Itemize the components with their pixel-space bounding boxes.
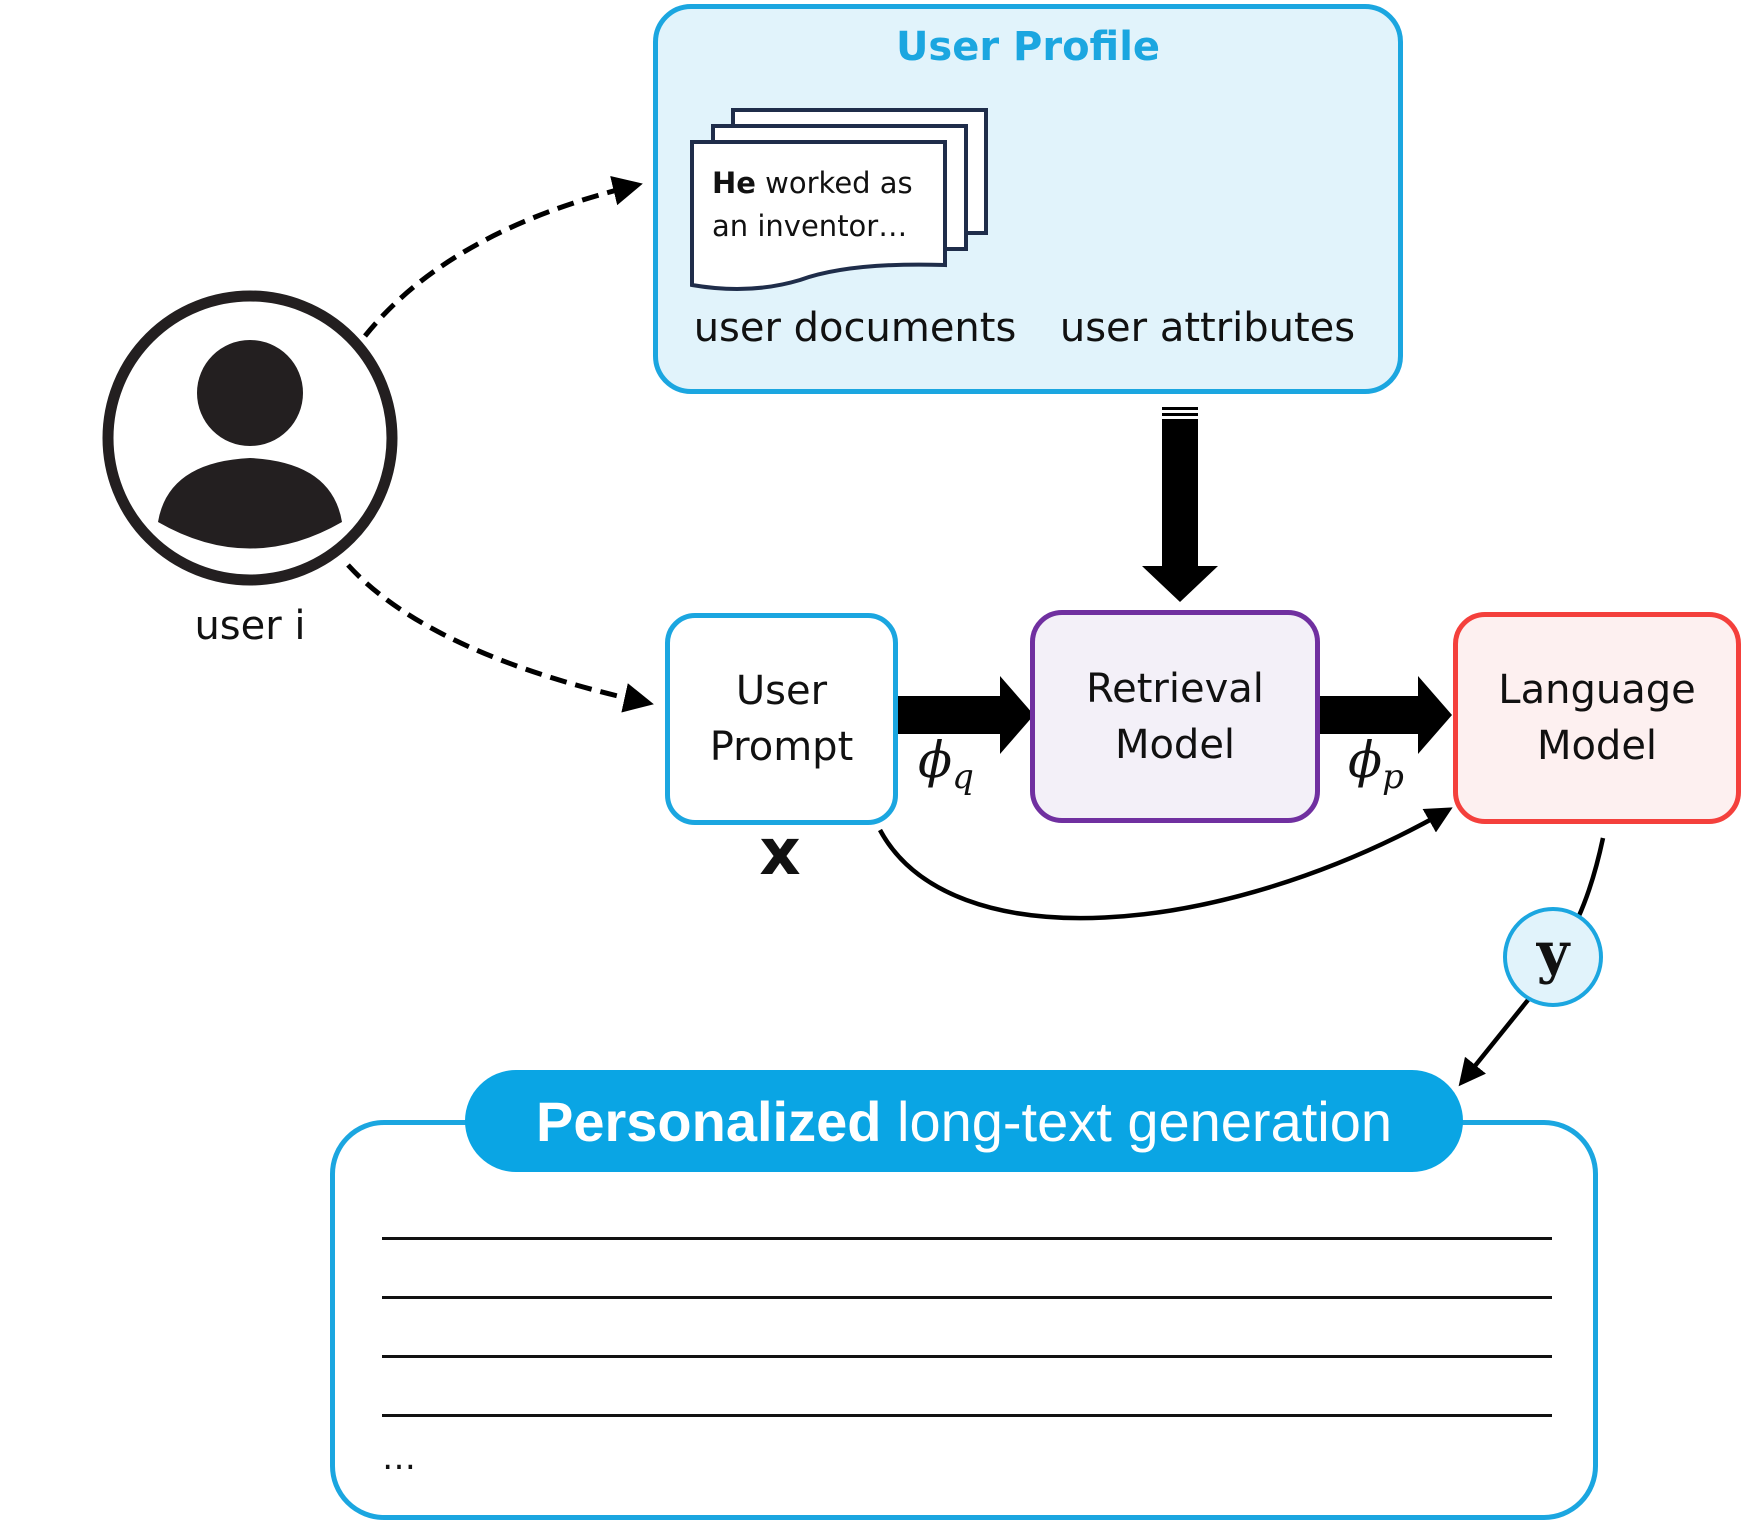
language-model-label-line2: Model: [1536, 723, 1658, 769]
curve-arrow-prompt-to-language: [878, 807, 1453, 921]
output-banner: Personalized long-text generation: [465, 1070, 1463, 1172]
output-variable-y-text: y: [1536, 920, 1570, 986]
phi-p-subscript: p: [1382, 757, 1404, 797]
language-model-box: Language Model: [1453, 612, 1741, 824]
user-profile-title: User Profile: [895, 24, 1161, 70]
arrow-y-to-output: [1458, 998, 1530, 1087]
output-banner-text: long-text generation: [881, 1089, 1393, 1153]
output-text-line: [382, 1237, 1552, 1240]
dashed-arrow-to-profile: [363, 176, 643, 338]
retrieval-model-label-line1: Retrieval: [1086, 665, 1264, 712]
language-model-label-line1: Language: [1498, 667, 1696, 713]
prompt-variable-x: x: [759, 816, 801, 890]
arrow-prompt-to-retrieval: [870, 676, 1034, 754]
phi-q-label: ϕq: [918, 735, 974, 794]
document-snippet-text: worked as an inventor…: [712, 166, 913, 243]
dashed-arrow-to-prompt: [346, 563, 654, 713]
user-prompt-label-line2: Prompt: [709, 724, 854, 770]
output-panel: [330, 1120, 1598, 1520]
output-text-line: [382, 1355, 1552, 1358]
user-attributes-label: user attributes: [1059, 305, 1356, 351]
output-ellipsis: …: [382, 1438, 416, 1478]
output-text-line: [382, 1296, 1552, 1299]
user-label: user i: [194, 603, 306, 649]
user-documents-label: user documents: [693, 305, 1017, 351]
retrieval-model-box: Retrieval Model: [1030, 610, 1320, 823]
output-variable-y: y: [1503, 907, 1603, 1007]
document-snippet: He worked as an inventor…: [712, 162, 942, 248]
user-prompt-box: User Prompt: [665, 613, 898, 825]
user-prompt-label-line1: User: [735, 668, 828, 714]
document-snippet-bold: He: [712, 166, 756, 200]
line-language-to-y: [1575, 837, 1606, 919]
user-avatar-icon: [102, 290, 398, 586]
arrow-profile-to-retrieval: [1142, 407, 1218, 602]
output-text-line: [382, 1414, 1552, 1417]
retrieval-model-label-line2: Model: [1114, 721, 1236, 768]
phi-p-label: ϕp: [1348, 735, 1404, 794]
phi-p-symbol: ϕ: [1348, 731, 1383, 789]
phi-q-subscript: q: [952, 757, 974, 797]
output-banner-bold: Personalized: [535, 1089, 882, 1153]
phi-q-symbol: ϕ: [918, 731, 953, 789]
